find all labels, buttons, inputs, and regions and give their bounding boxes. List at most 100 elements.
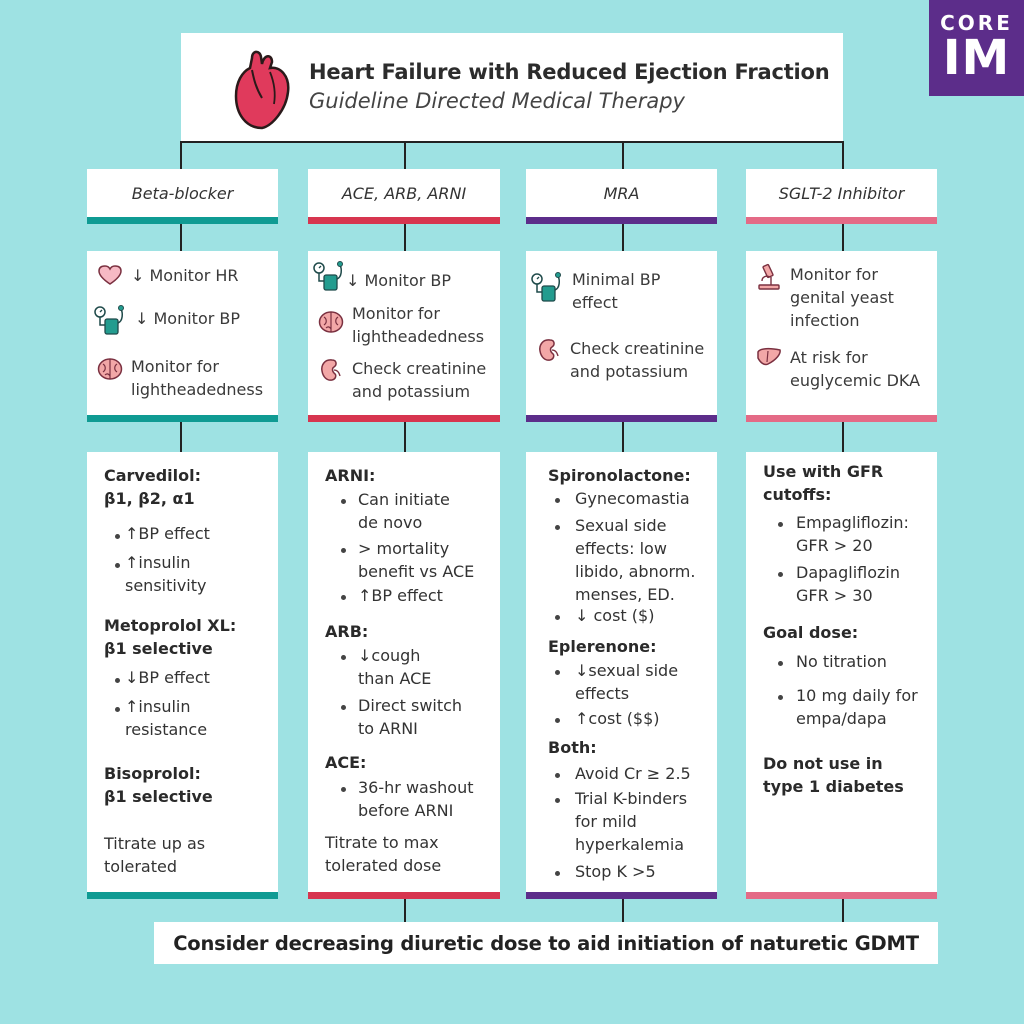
monitor-text: Monitor for lightheadedness: [131, 357, 264, 399]
bullet-dot: [778, 522, 783, 527]
monitor-item: Monitor for genital yeast infection: [756, 263, 894, 332]
bullet-item: ↑insulin resistance: [125, 697, 208, 739]
monitor-text: Check creatinine and potassium: [352, 359, 487, 401]
bullet-dot: [778, 572, 783, 577]
column-header-mra: MRA: [526, 169, 717, 224]
bullet-item: ↑insulin sensitivity: [125, 553, 207, 595]
page-subtitle: Guideline Directed Medical Therapy: [309, 89, 685, 113]
connector: [404, 899, 406, 922]
connector: [180, 224, 182, 251]
anatomical-heart-icon: [234, 50, 290, 130]
bullet-item: 36-hr washout before ARNI: [358, 778, 474, 820]
monitor-item: Minimal BP effect: [530, 268, 660, 314]
top-connector: [180, 141, 844, 143]
monitor-text: Check creatinine and potassium: [570, 339, 705, 381]
bullet-dot: [341, 499, 346, 504]
monitor-item: Monitor for lightheadedness: [318, 302, 484, 348]
monitor-text: At risk for euglycemic DKA: [790, 348, 921, 390]
bullet-item: No titration: [796, 652, 887, 671]
bullet-dot: [555, 498, 560, 503]
bullet-dot: [555, 773, 560, 778]
monitor-box-sglt2: Monitor for genital yeast infection At r…: [746, 251, 937, 422]
accent-bar: [526, 892, 717, 899]
bullet-dot: [115, 534, 120, 539]
monitor-text: ↓ Monitor HR: [131, 266, 239, 285]
bullet-item: ↓cough than ACE: [358, 646, 432, 688]
bullet-item: ↓ cost ($): [575, 606, 655, 625]
drug-title: ARNI:: [325, 466, 376, 485]
monitor-item: ↓ Monitor HR: [97, 264, 239, 287]
column-header-label: MRA: [603, 184, 640, 203]
details-box-beta-blocker: Carvedilol: β1, β2, α1 ↑BP effect ↑insul…: [87, 452, 278, 899]
bullet-dot: [341, 595, 346, 600]
bullet-dot: [115, 678, 120, 683]
bullet-dot: [555, 718, 560, 723]
accent-bar: [526, 415, 717, 422]
column-header-ace-arb-arni: ACE, ARB, ARNI: [308, 169, 500, 224]
bullet-dot: [555, 615, 560, 620]
kidney-icon: [321, 359, 341, 381]
microscope-icon: [758, 263, 780, 290]
bullet-item: Empagliflozin: GFR > 20: [796, 513, 909, 555]
accent-bar: [87, 892, 278, 899]
drug-title: ACE:: [325, 753, 367, 772]
accent-bar: [526, 217, 717, 224]
brain-icon: [318, 311, 344, 333]
connector: [842, 141, 844, 169]
bullet-dot: [555, 871, 560, 876]
monitor-item: ↓ Monitor BP: [312, 259, 451, 293]
footer-text: Consider decreasing diuretic dose to aid…: [173, 931, 919, 955]
bullet-item: Dapagliflozin GFR > 30: [796, 563, 900, 605]
accent-bar: [87, 217, 278, 224]
details-box-ace-arb-arni: ARNI: Can initiate de novo > mortality b…: [308, 452, 500, 899]
bullet-item: Sexual side effects: low libido, abnorm.…: [575, 516, 696, 604]
monitor-text: ↓ Monitor BP: [346, 271, 452, 290]
bullet-item: > mortality benefit vs ACE: [358, 539, 475, 581]
bullet-dot: [341, 787, 346, 792]
monitor-box-mra: Minimal BP effect Check creatinine and p…: [526, 251, 717, 422]
title-box: [181, 33, 843, 141]
drug-title: Metoprolol XL: β1 selective: [104, 616, 237, 658]
bullet-dot: [778, 695, 783, 700]
bullet-item: ↓sexual side effects: [575, 661, 679, 703]
monitor-text: ↓ Monitor BP: [135, 309, 241, 328]
details-box-mra: Spironolactone: Gynecomastia Sexual side…: [526, 452, 717, 899]
column-header-sglt2: SGLT-2 Inhibitor: [746, 169, 937, 224]
titration-note: Titrate up as tolerated: [104, 834, 206, 876]
monitor-item: Monitor for lightheadedness: [97, 355, 263, 401]
column-header-label: SGLT-2 Inhibitor: [778, 184, 905, 203]
brand-bottom-text: IM: [942, 30, 1011, 86]
warning-text: Do not use in type 1 diabetes: [763, 754, 904, 796]
accent-bar: [308, 217, 500, 224]
column-header-label: ACE, ARB, ARNI: [341, 184, 467, 203]
connector: [180, 141, 182, 169]
bp-monitor-icon: [531, 272, 561, 302]
bullet-dot: [341, 548, 346, 553]
bullet-dot: [555, 525, 560, 530]
drug-title: Carvedilol: β1, β2, α1: [104, 466, 202, 508]
heart-icon: [98, 265, 122, 285]
bullet-dot: [555, 798, 560, 803]
bullet-dot: [341, 705, 346, 710]
bullet-item: ↑BP effect: [358, 586, 443, 605]
drug-title: Eplerenone:: [548, 637, 657, 656]
brand-logo: CORE IM: [929, 0, 1024, 96]
kidney-icon: [539, 339, 559, 361]
connector: [180, 422, 182, 452]
brand-top-text: CORE: [940, 11, 1013, 35]
drug-title: Spironolactone:: [548, 466, 691, 485]
bullet-dot: [115, 563, 120, 568]
bullet-item: ↑BP effect: [125, 524, 210, 543]
page-title: Heart Failure with Reduced Ejection Frac…: [309, 60, 830, 84]
monitor-box-ace-arb-arni: ↓ Monitor BP Monitor for lightheadedness…: [308, 251, 500, 422]
accent-bar: [746, 892, 937, 899]
connector: [622, 224, 624, 251]
monitor-item: Check creatinine and potassium: [318, 357, 486, 403]
drug-title: Bisoprolol: β1 selective: [104, 764, 213, 806]
accent-bar: [746, 415, 937, 422]
column-header-beta-blocker: Beta-blocker: [87, 169, 278, 224]
bullet-item: 10 mg daily for empa/dapa: [796, 686, 918, 728]
brain-icon: [97, 358, 123, 380]
bullet-dot: [341, 655, 346, 660]
monitor-item: At risk for euglycemic DKA: [756, 346, 920, 392]
